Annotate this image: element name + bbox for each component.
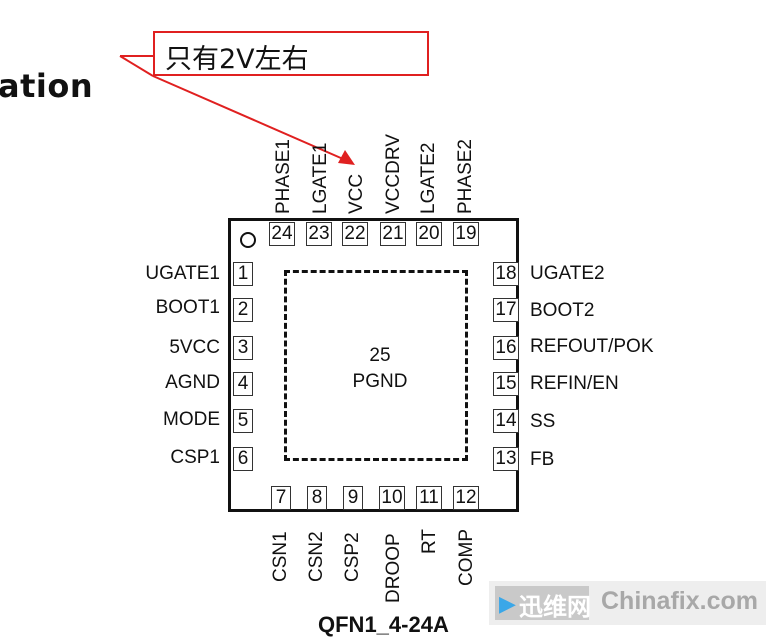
pin-number: 7 (271, 486, 291, 510)
pin-label: LGATE1 (310, 142, 331, 214)
exposed-pad-number: 25 (369, 345, 391, 366)
pin-label: COMP (456, 529, 477, 586)
pin-label: UGATE1 (145, 263, 220, 284)
watermark-cn: 迅维网 (519, 593, 591, 621)
pin-number: 6 (233, 447, 253, 471)
pin-label: CSN1 (270, 531, 291, 582)
pin-label: SS (530, 411, 556, 432)
play-arrow-icon: ▶ (499, 591, 516, 616)
pin-label: CSP2 (342, 532, 363, 582)
pin-number: 17 (493, 298, 519, 322)
pin1-marker-icon (240, 232, 256, 248)
watermark: ▶ 迅维网 Chinafix.com (489, 581, 766, 625)
callout-box: 只有2V左右 (153, 31, 429, 76)
pin-number: 24 (269, 222, 295, 246)
pin-number: 4 (233, 372, 253, 396)
pin-label: PHASE2 (455, 139, 476, 214)
pin-number: 14 (493, 409, 519, 433)
pin-number: 1 (233, 262, 253, 286)
pin-number: 13 (493, 447, 519, 471)
pin-number: 2 (233, 298, 253, 322)
pin-label: MODE (163, 409, 220, 430)
pin-number: 20 (416, 222, 442, 246)
pin-label: PHASE1 (273, 139, 294, 214)
callout-arrow (119, 55, 355, 165)
watermark-logo-bg (495, 586, 589, 620)
exposed-pad (284, 270, 468, 461)
pin-label: REFOUT/POK (530, 336, 654, 357)
pin-number: 15 (493, 372, 519, 396)
pin-label: REFIN/EN (530, 373, 619, 394)
pin-label: VCC (346, 173, 367, 214)
pin-label: RT (419, 529, 440, 554)
pin-number: 16 (493, 336, 519, 360)
pin-number: 21 (380, 222, 406, 246)
pin-number: 23 (306, 222, 332, 246)
pin-label: 5VCC (169, 337, 220, 358)
pin-number: 19 (453, 222, 479, 246)
pin-number: 3 (233, 336, 253, 360)
pin-label: CSN2 (306, 531, 327, 582)
section-heading: ation (0, 67, 94, 105)
pin-label: FB (530, 449, 555, 470)
pin-label: DROOP (383, 533, 404, 603)
pin-number: 12 (453, 486, 479, 510)
pin-number: 11 (416, 486, 442, 510)
pin-number: 18 (493, 262, 519, 286)
ic-package-body (228, 218, 519, 512)
package-label: QFN1_4-24A (318, 612, 449, 637)
pin-label: BOOT2 (530, 300, 595, 321)
pin-label: CSP1 (170, 447, 220, 468)
pin-number: 5 (233, 409, 253, 433)
callout-text: 只有2V左右 (165, 44, 309, 75)
pin-number: 8 (307, 486, 327, 510)
pin-number: 10 (379, 486, 405, 510)
pin-number: 9 (343, 486, 363, 510)
pin-label: UGATE2 (530, 263, 605, 284)
pin-label: VCCDRV (383, 134, 404, 214)
pin-number: 22 (342, 222, 368, 246)
pin-label: AGND (165, 372, 220, 393)
exposed-pad-name: PGND (352, 371, 408, 392)
pin-label: BOOT1 (155, 297, 220, 318)
watermark-en: Chinafix.com (601, 587, 758, 615)
pin-label: LGATE2 (418, 142, 439, 214)
